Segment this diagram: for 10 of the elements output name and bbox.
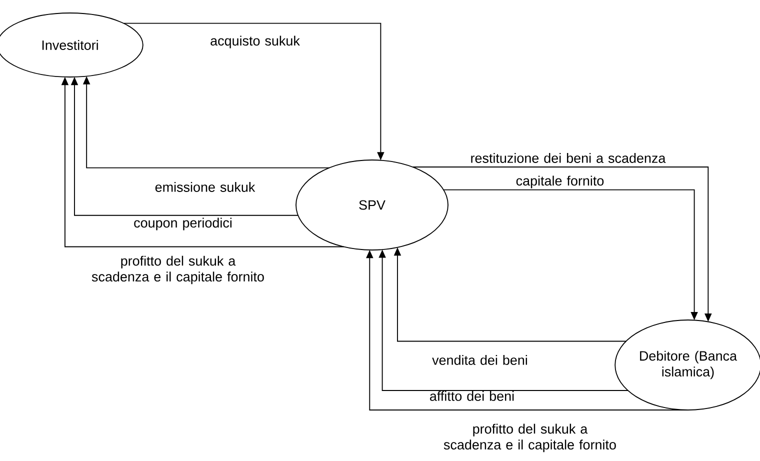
edge-label: profitto del sukuk a scadenza e il capitale fornito (92, 256, 264, 284)
edge-label: acquisto sukuk (210, 36, 300, 48)
edge-label: coupon periodici (134, 218, 232, 230)
edge-label: vendita dei beni (432, 355, 527, 365)
edge-label: profitto del sukuk a scadenza e il capitale fornito (444, 424, 616, 452)
edge-label: capitale fornito (516, 176, 604, 188)
edge-label: emissione sukuk (155, 182, 256, 192)
edge-label: affitto dei beni (430, 391, 514, 401)
edge-label: restituzione dei beni a scadenza (471, 153, 666, 163)
ellipse-node: SPV (296, 160, 448, 250)
